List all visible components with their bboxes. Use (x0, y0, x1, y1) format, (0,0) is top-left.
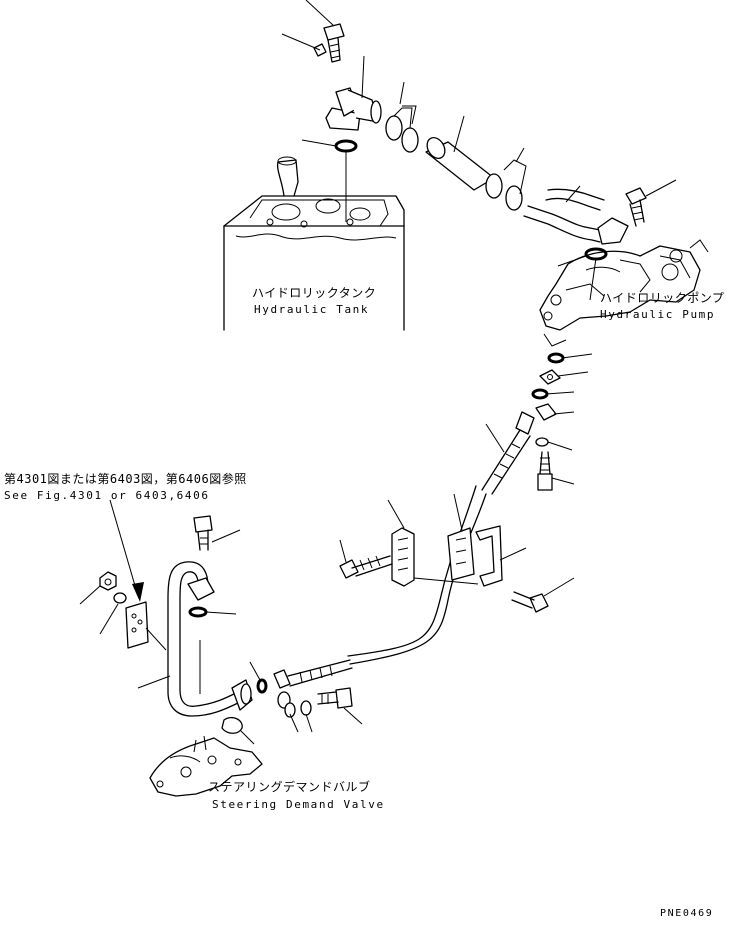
hydraulic-pump-label-jp: ハイドロリックポンプ (600, 291, 725, 305)
suction-tube (523, 179, 677, 301)
reference-label-jp: 第4301図または第6403図，第6406図参照 (4, 472, 247, 486)
hydraulic-pump-drawing (539, 239, 709, 347)
pressure-hose (347, 411, 535, 665)
pump-outlet-fittings (531, 352, 593, 491)
figure-code: PNE0469 (660, 908, 714, 919)
reference-label-en: See Fig.4301 or 6403,6406 (4, 489, 210, 502)
clamps-and-hose (385, 81, 527, 211)
steering-valve-label-jp: ステアリングデマンドバルブ (208, 780, 371, 794)
tank-elbow-assembly (281, 0, 382, 153)
hydraulic-tank-label-jp: ハイドロリックタンク (252, 286, 377, 300)
steering-fittings (249, 659, 363, 733)
hydraulic-tank-label-en: Hydraulic Tank (254, 303, 370, 316)
steering-demand-valve-drawing (149, 735, 263, 797)
hydraulic-tank-drawing (223, 152, 405, 331)
steering-valve-label-en: Steering Demand Valve (212, 798, 385, 811)
steering-tube (137, 515, 255, 745)
hose-clamp-bracket (339, 493, 575, 613)
tube-bracket-and-nut (79, 499, 167, 651)
hydraulic-pump-label-en: Hydraulic Pump (600, 308, 716, 321)
